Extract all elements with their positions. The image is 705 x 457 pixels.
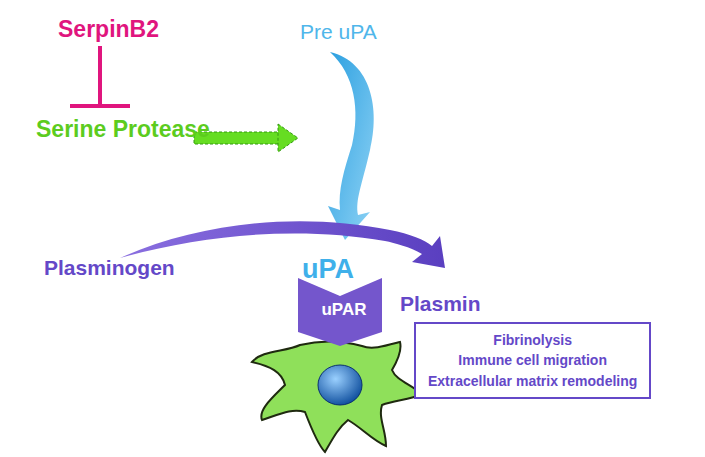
inhibitor-label: SerpinB2 [58,16,159,42]
substrate-label: Plasminogen [44,256,175,280]
precursor-label: Pre uPA [300,20,377,44]
outcome-text: Extracellular matrix remodeling [428,371,637,391]
outcome-text: Fibrinolysis [428,330,637,350]
product-label: Plasmin [400,292,481,316]
outcome-box: FibrinolysisImmune cell migrationExtrace… [414,322,651,399]
protease-label: Serine Protease [36,116,210,142]
inhibition-line [70,46,130,106]
immune-cell [252,341,422,452]
receptor-label: uPAR [298,278,390,320]
conversion-arrow [328,52,374,240]
enzyme-label: uPA [302,254,354,285]
receptor-shape: uPAR [298,278,390,346]
outcome-text: Immune cell migration [428,350,637,370]
